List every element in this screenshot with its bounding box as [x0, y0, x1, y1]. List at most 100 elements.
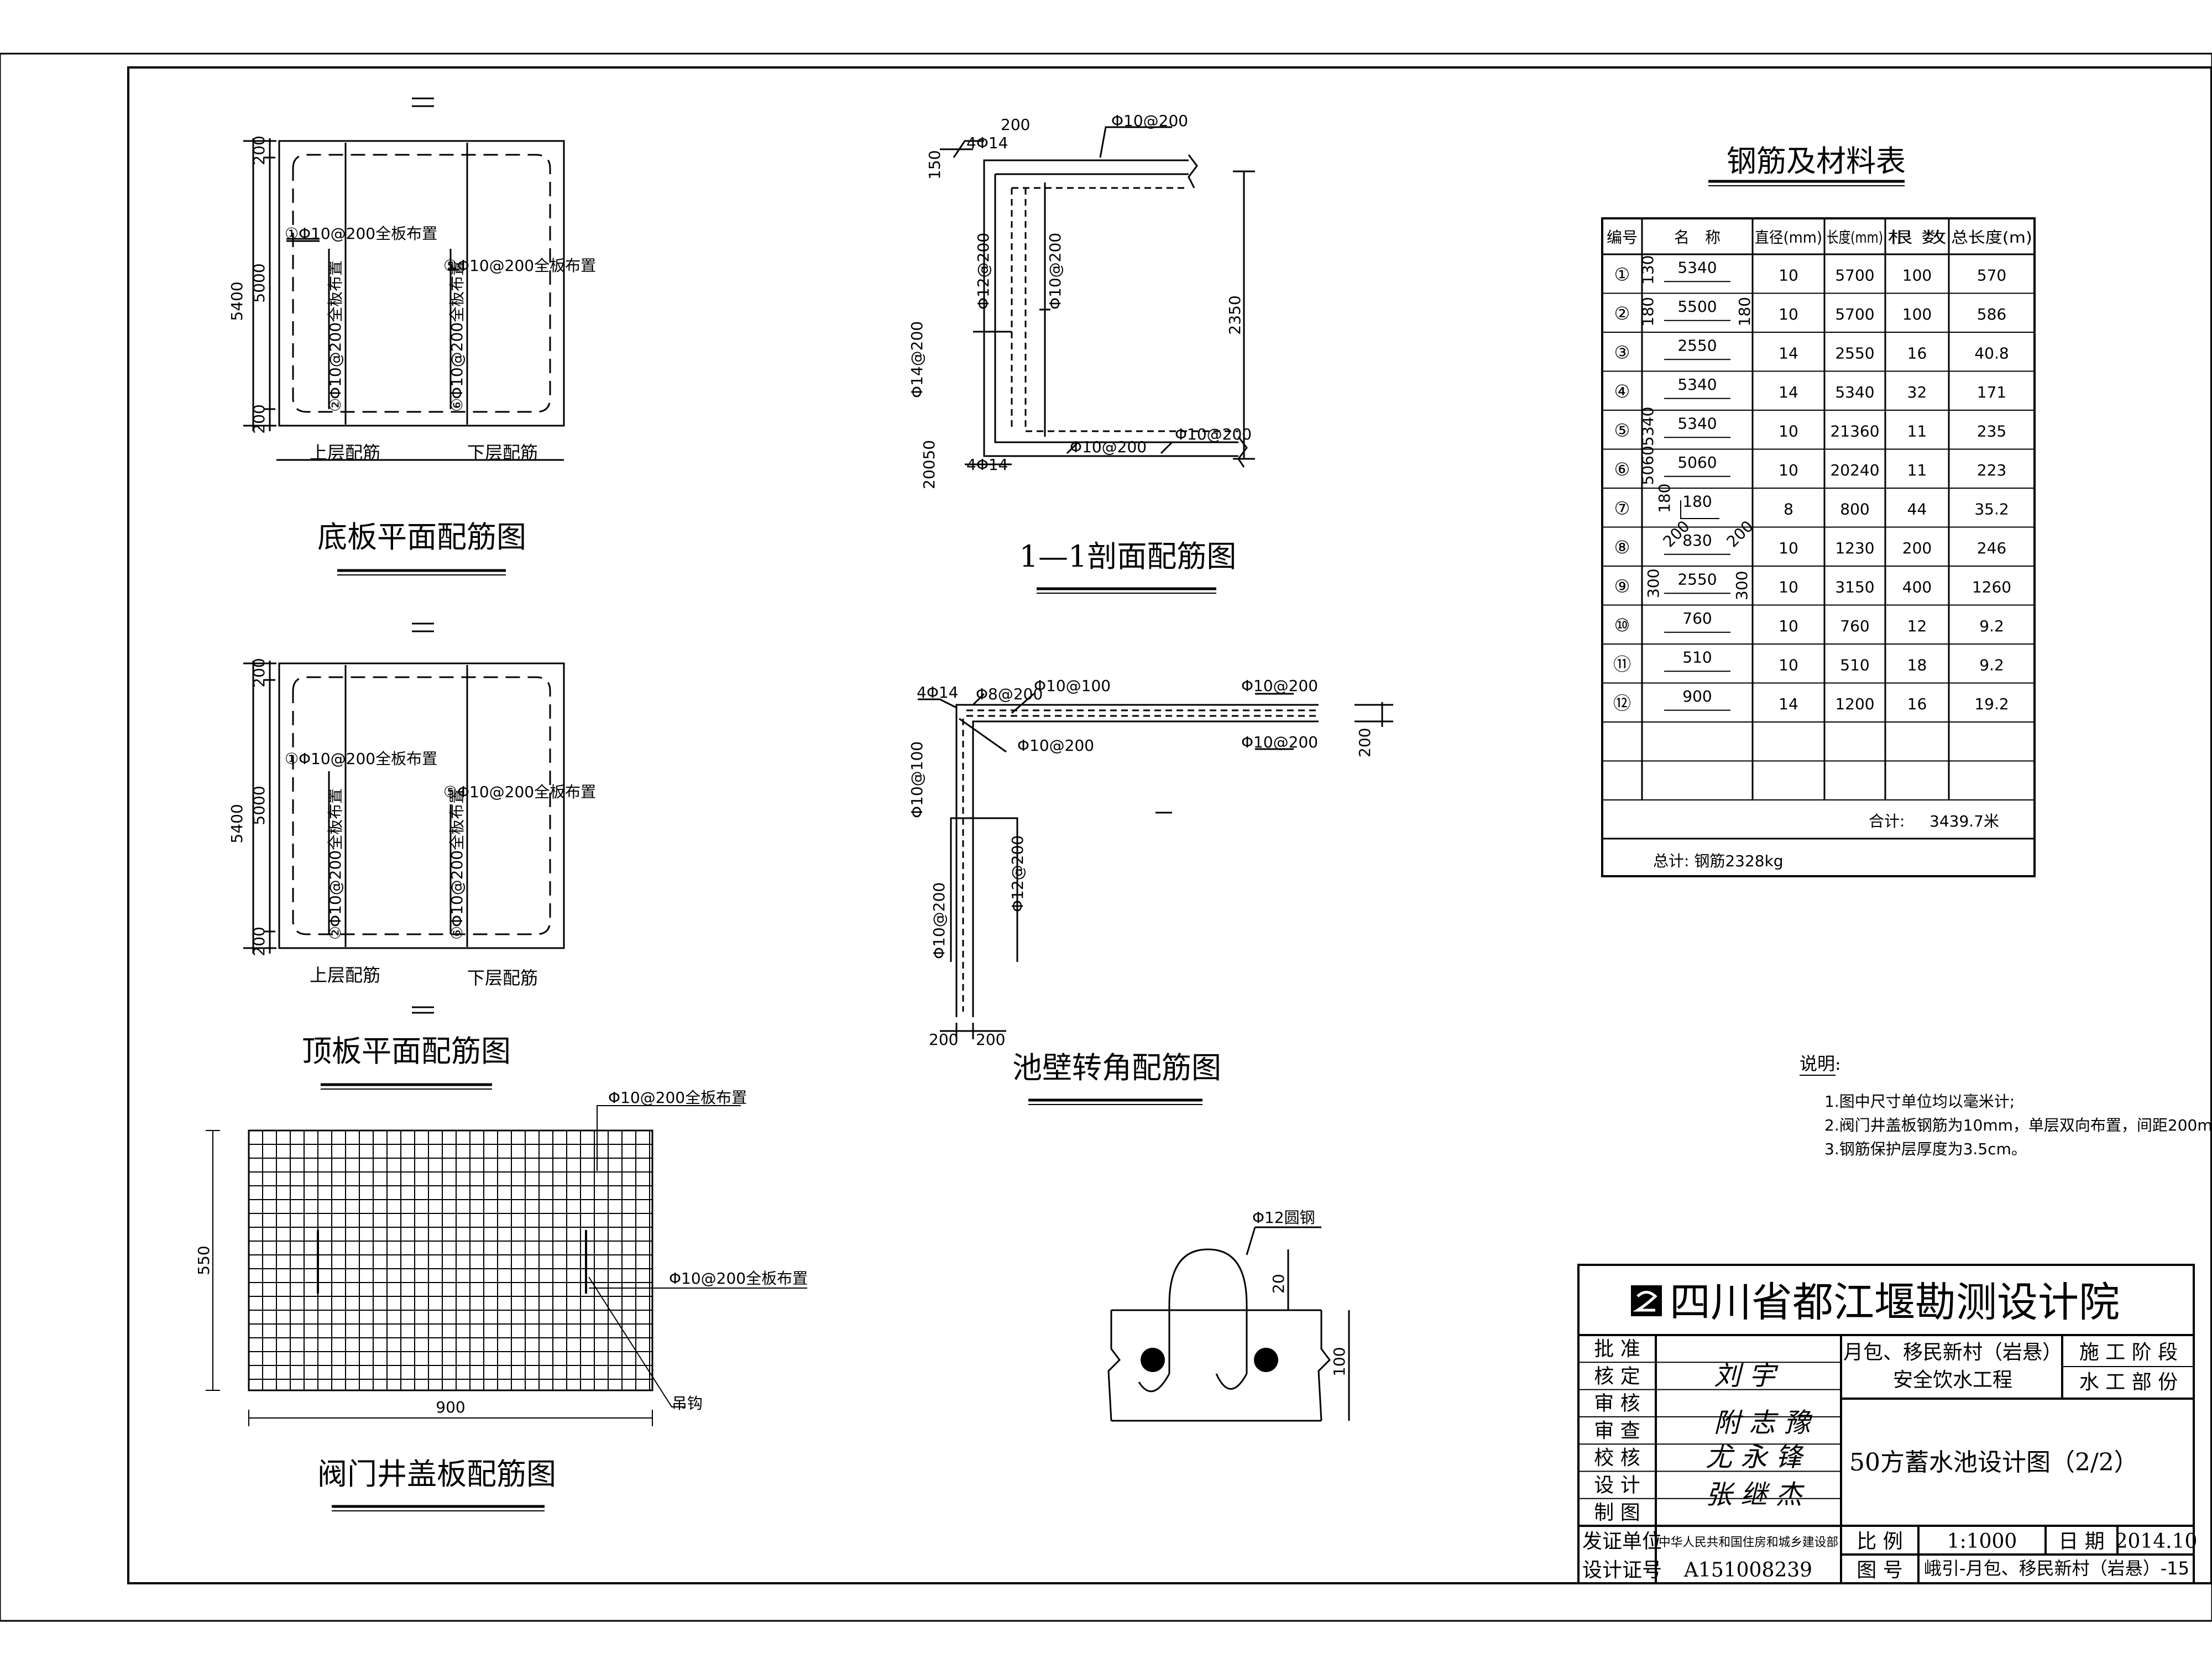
- section-dim-bot: 20050: [920, 440, 938, 489]
- section-corner-bot: 4Φ14: [966, 456, 1008, 474]
- table-cell-total: 223: [1977, 461, 2006, 479]
- table-cell-shape: 5340: [1677, 414, 1717, 432]
- bottom-dim-edge-bottom: 200: [250, 404, 268, 433]
- shape-r2-right: 180: [1735, 297, 1754, 326]
- table-cell-total: 570: [1977, 266, 2006, 284]
- table-cell-shape: 900: [1682, 687, 1712, 705]
- table-cell-d: 14: [1779, 344, 1798, 362]
- table-cell-no: ③: [1614, 342, 1630, 363]
- table-cell-total: 40.8: [1974, 344, 2009, 362]
- corner-i: Φ12@200: [1008, 835, 1027, 912]
- table-cell-shape: 830: [1682, 531, 1712, 549]
- bottom-marker-upper-v: ②: [326, 398, 344, 412]
- table-cell-d: 14: [1779, 383, 1798, 401]
- role-label: 校 核: [1594, 1447, 1640, 1469]
- bottom-slab-title: 底板平面配筋图: [317, 520, 526, 554]
- top-label-upper-v: Φ10@200全板布置: [326, 788, 344, 927]
- table-cell-len: 5340: [1835, 383, 1874, 401]
- hook-bar-label: Φ12圆钢: [1252, 1208, 1315, 1227]
- table-cell-shape: 510: [1682, 648, 1712, 666]
- note-2: 2.阀门井盖板钢筋为10mm，单层双向布置，间距200mm;: [1824, 1116, 2212, 1134]
- bottom-label-upper-full: Φ10@200全板布置: [299, 224, 437, 243]
- cover-slab-mesh: [206, 1105, 807, 1426]
- table-cell-no: ⑫: [1613, 693, 1631, 714]
- table-cell-len: 510: [1840, 656, 1869, 674]
- table-cell-n: 100: [1902, 266, 1932, 284]
- stage-2: 水 工 部 份: [2079, 1371, 2178, 1394]
- table-cell-no: ④: [1614, 381, 1630, 402]
- lifting-hook-detail: [1107, 1226, 1350, 1422]
- table-cell-d: 10: [1779, 266, 1798, 284]
- table-cell-no: ⑪: [1613, 653, 1631, 674]
- note-3: 3.钢筋保护层厚度为3.5cm。: [1824, 1140, 2027, 1158]
- table-cell-len: 21360: [1830, 422, 1879, 440]
- top-dim-edge-top: 200: [250, 658, 268, 687]
- table-cell-shape: 5500: [1677, 297, 1717, 316]
- table-cell-total: 9.2: [1979, 617, 2004, 635]
- table-cell-d: 10: [1779, 305, 1798, 323]
- top-dim-total: 5400: [228, 804, 246, 843]
- top-upper-layer: 上层配筋: [310, 965, 380, 986]
- top-label-upper-full: Φ10@200全板布置: [299, 750, 437, 768]
- role-label: 设 计: [1594, 1474, 1640, 1497]
- shape-r1-side: 130: [1639, 255, 1657, 285]
- table-cell-n: 100: [1902, 305, 1932, 323]
- table-sum-value: 3439.7米: [1929, 812, 1999, 830]
- section-title: 1—1剖面配筋图: [1019, 539, 1237, 574]
- cover-label-right: Φ10@200全板布置: [669, 1269, 808, 1288]
- role-label: 制 图: [1594, 1501, 1640, 1524]
- table-cell-no: ⑨: [1614, 575, 1630, 596]
- table-cell-no: ⑩: [1614, 615, 1630, 636]
- role-label: 核 定: [1594, 1365, 1640, 1388]
- bottom-marker-upper-h: ①: [285, 224, 299, 243]
- top-marker-upper-v: ②: [326, 926, 344, 940]
- table-cell-len: 1230: [1835, 539, 1874, 557]
- table-cell-total: 9.2: [1979, 656, 2004, 674]
- role-label: 审 查: [1594, 1420, 1640, 1442]
- top-label-lower-full: Φ10@200全板布置: [457, 783, 596, 801]
- table-cell-len: 3150: [1835, 578, 1874, 596]
- bottom-lower-layer: 下层配筋: [467, 442, 538, 463]
- table-header: 根 数: [1887, 228, 1947, 247]
- cover-height: 550: [195, 1245, 213, 1275]
- cover-label-hook: 吊钩: [672, 1394, 703, 1412]
- title-block: 批 准核 定审 核审 查校 核设 计制 图: [1577, 1264, 2195, 1584]
- table-cell-len: 5700: [1835, 266, 1874, 284]
- wall-corner-detail: [918, 693, 1393, 1039]
- table-cell-n: 200: [1902, 539, 1932, 557]
- scale-value: 1:1000: [1947, 1530, 2017, 1553]
- table-cell-d: 10: [1779, 422, 1798, 440]
- table-header: 直径(mm): [1755, 228, 1822, 247]
- date-value: 2014.10: [2115, 1530, 2198, 1553]
- org-name: 四川省都江堰勘测设计院: [1670, 1279, 2120, 1326]
- drawing-title: 50方蓄水池设计图（2/2）: [1849, 1448, 2138, 1477]
- section-wall-left: Φ14@200: [908, 321, 926, 398]
- table-cell-total: 1260: [1972, 578, 2011, 596]
- table-cell-len: 1200: [1835, 695, 1874, 713]
- table-cell-shape: 5340: [1677, 258, 1717, 276]
- table-cell-no: ⑦: [1614, 498, 1630, 519]
- corner-g: Φ10@100: [908, 741, 926, 818]
- section-top-dim: 200: [1001, 116, 1030, 134]
- top-marker-lower-h: ⑤: [443, 783, 457, 801]
- table-cell-shape: 5060: [1677, 453, 1717, 472]
- top-marker-lower-v: ⑥: [448, 926, 466, 940]
- issuer-label: 发证单位: [1582, 1530, 1662, 1553]
- table-cell-len: 800: [1840, 500, 1869, 518]
- dwg-label: 图 号: [1857, 1559, 1902, 1582]
- table-cell-n: 11: [1907, 422, 1927, 440]
- table-cell-n: 16: [1907, 344, 1927, 362]
- cert-label: 设计证号: [1582, 1559, 1662, 1582]
- section-wall-out: Φ12@200: [974, 233, 992, 310]
- corner-b: Φ8@200: [976, 685, 1043, 703]
- role-label: 审 核: [1594, 1393, 1640, 1415]
- bottom-label-lower-v: Φ10@200全板布置: [448, 260, 466, 399]
- top-dim-edge-bottom: 200: [250, 927, 268, 956]
- section-top-bar: Φ10@200: [1111, 112, 1188, 130]
- shape-r5-side: 5340: [1639, 407, 1657, 446]
- signature-approve: 刘 宇: [1714, 1360, 1779, 1391]
- stage-1: 施 工 阶 段: [2079, 1341, 2178, 1364]
- top-dim-inner: 5000: [250, 786, 268, 825]
- table-cell-shape: 180: [1682, 492, 1712, 510]
